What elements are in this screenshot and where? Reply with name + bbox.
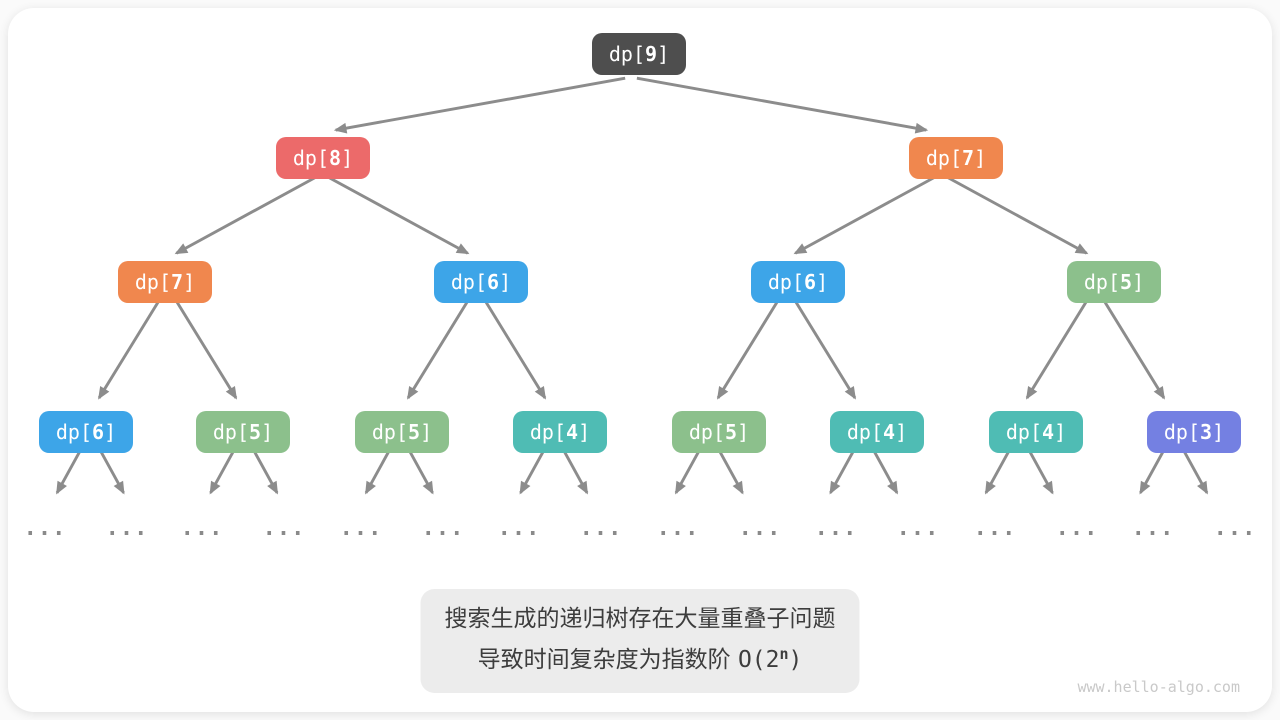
ellipsis: ... [497, 516, 541, 541]
node-label: dp[ [1083, 270, 1121, 294]
node-label: dp[ [371, 420, 409, 444]
node-label: ] [104, 420, 117, 444]
tree-node: dp[5] [1067, 261, 1161, 303]
ellipsis: ... [105, 516, 149, 541]
node-value: 4 [883, 420, 896, 444]
node-label: ] [261, 420, 274, 444]
tree-node: dp[6] [751, 261, 845, 303]
ellipsis: ... [23, 516, 67, 541]
node-label: dp[ [925, 146, 963, 170]
ellipsis: ... [421, 516, 465, 541]
node-value: 6 [804, 270, 817, 294]
node-label: dp[ [292, 146, 330, 170]
tree-node: dp[4] [830, 411, 924, 453]
node-label: ] [1212, 420, 1225, 444]
node-label: ] [737, 420, 750, 444]
node-label: dp[ [134, 270, 172, 294]
node-label: dp[ [55, 420, 93, 444]
tree-node-root: dp[9] [592, 33, 686, 75]
node-value: 5 [1120, 270, 1133, 294]
ellipsis: ... [973, 516, 1017, 541]
arrow-lines [55, 76, 1209, 495]
ellipsis: ... [180, 516, 224, 541]
node-value: 9 [645, 42, 658, 66]
node-value: 6 [487, 270, 500, 294]
ellipsis: ... [814, 516, 858, 541]
ellipsis: ... [339, 516, 383, 541]
node-label: ] [341, 146, 354, 170]
tree-node: dp[5] [355, 411, 449, 453]
node-value: 5 [408, 420, 421, 444]
node-label: ] [578, 420, 591, 444]
node-value: 7 [171, 270, 184, 294]
ellipsis: ... [1213, 516, 1257, 541]
tree-node: dp[7] [118, 261, 212, 303]
figure-caption: 搜索生成的递归树存在大量重叠子问题 导致时间复杂度为指数阶 O(2n) [420, 589, 860, 693]
node-label: dp[ [212, 420, 250, 444]
caption-line-2: 导致时间复杂度为指数阶 O(2n) [477, 645, 803, 673]
tree-node: dp[4] [989, 411, 1083, 453]
ellipsis: ... [579, 516, 623, 541]
node-value: 3 [1200, 420, 1213, 444]
ellipsis: ... [1055, 516, 1099, 541]
node-label: ] [974, 146, 987, 170]
watermark: www.hello-algo.com [1077, 678, 1240, 696]
node-value: 5 [249, 420, 262, 444]
node-value: 4 [1042, 420, 1055, 444]
node-label: ] [420, 420, 433, 444]
ellipsis: ... [262, 516, 306, 541]
tree-node: dp[7] [909, 137, 1003, 179]
node-label: ] [1054, 420, 1067, 444]
tree-node: dp[4] [513, 411, 607, 453]
tree-edges [55, 76, 1209, 495]
node-value: 5 [725, 420, 738, 444]
node-label: dp[ [450, 270, 488, 294]
node-label: dp[ [529, 420, 567, 444]
node-label: dp[ [608, 42, 646, 66]
caption-line-1: 搜索生成的递归树存在大量重叠子问题 [444, 606, 836, 632]
node-label: ] [183, 270, 196, 294]
ellipsis: ... [896, 516, 940, 541]
tree-node: dp[5] [672, 411, 766, 453]
ellipsis: ... [738, 516, 782, 541]
node-label: ] [499, 270, 512, 294]
complexity-formula: O(2n) [737, 645, 803, 673]
node-label: dp[ [1163, 420, 1201, 444]
node-label: ] [816, 270, 829, 294]
tree-node: dp[5] [196, 411, 290, 453]
node-label: ] [657, 42, 670, 66]
node-value: 6 [92, 420, 105, 444]
tree-node: dp[3] [1147, 411, 1241, 453]
node-value: 8 [329, 146, 342, 170]
ellipsis: ... [1131, 516, 1175, 541]
node-label: ] [1132, 270, 1145, 294]
node-label: ] [895, 420, 908, 444]
node-value: 7 [962, 146, 975, 170]
ellipsis: ... [656, 516, 700, 541]
node-value: 4 [566, 420, 579, 444]
tree-node: dp[6] [434, 261, 528, 303]
node-label: dp[ [767, 270, 805, 294]
node-label: dp[ [846, 420, 884, 444]
node-label: dp[ [688, 420, 726, 444]
tree-node: dp[6] [39, 411, 133, 453]
node-label: dp[ [1005, 420, 1043, 444]
tree-node: dp[8] [276, 137, 370, 179]
